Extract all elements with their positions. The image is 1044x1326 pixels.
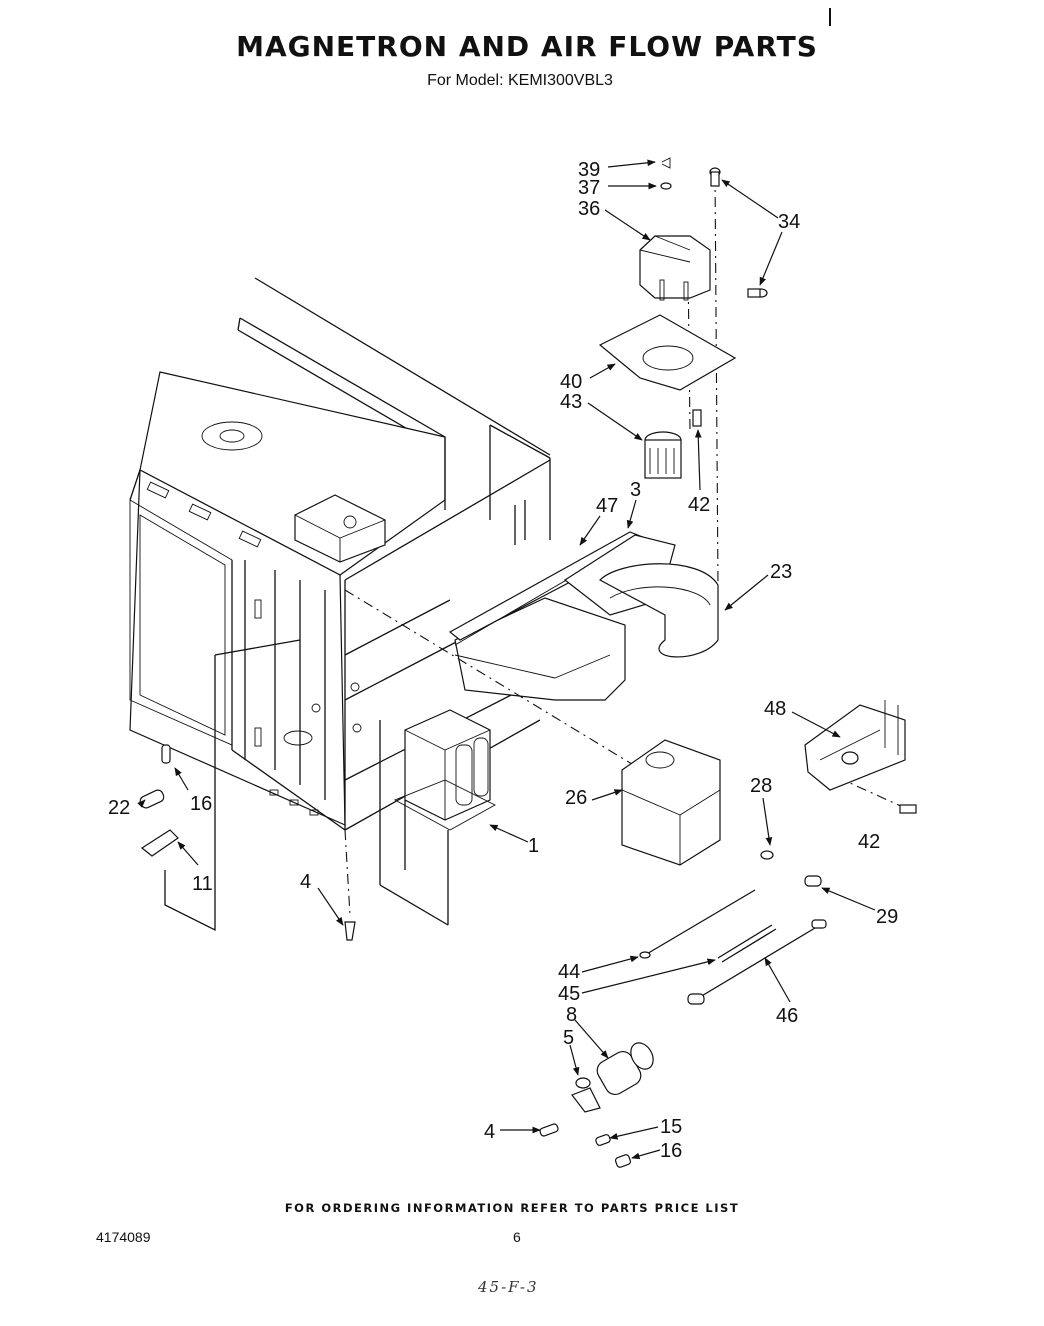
callout-8: 8 [566,1004,577,1026]
capacitor-drawing [139,744,654,1168]
callout-42-right: 42 [858,831,880,853]
page-number: 6 [513,1229,521,1245]
callout-labels: 39 37 36 34 40 43 42 47 3 23 48 16 22 11… [108,159,898,1162]
callout-37: 37 [578,177,600,199]
callout-36: 36 [578,198,600,220]
callout-26: 26 [565,787,587,809]
callout-42-upper: 42 [688,494,710,516]
callout-23: 23 [770,561,792,583]
callout-43: 43 [560,391,582,413]
oven-chassis-drawing [129,174,906,932]
magnetron-drawing [621,700,917,887]
callout-15: 15 [660,1116,682,1138]
wire-leads-drawing [639,889,827,1005]
callout-3: 3 [630,479,641,501]
callout-45: 45 [558,983,580,1005]
callout-40: 40 [560,371,582,393]
callout-39: 39 [578,159,600,181]
handwritten-mark: 45-F-3 [478,1278,539,1296]
callout-11: 11 [192,873,213,895]
page-title: MAGNETRON AND AIR FLOW PARTS [236,30,818,63]
callout-4-lower: 4 [484,1121,495,1143]
callout-48: 48 [764,698,786,720]
callout-16-left: 16 [190,793,212,815]
callout-44: 44 [558,961,580,983]
callout-leaders [137,159,876,1160]
callout-4-upper: 4 [300,871,311,893]
callout-22: 22 [108,797,130,819]
fan-motor-assembly [598,157,768,479]
callout-16-lower: 16 [660,1140,682,1162]
callout-46: 46 [776,1005,798,1027]
model-subtitle: For Model: KEMI300VBL3 [427,72,613,89]
ordering-info-note: FOR ORDERING INFORMATION REFER TO PARTS … [284,1201,740,1215]
callout-29: 29 [876,906,898,928]
callout-5: 5 [563,1027,574,1049]
callout-28: 28 [750,775,772,797]
callout-34: 34 [778,211,800,233]
corner-tick-mark [829,8,831,26]
document-number: 4174089 [96,1229,151,1245]
callout-1: 1 [528,835,539,857]
callout-47: 47 [596,495,618,517]
